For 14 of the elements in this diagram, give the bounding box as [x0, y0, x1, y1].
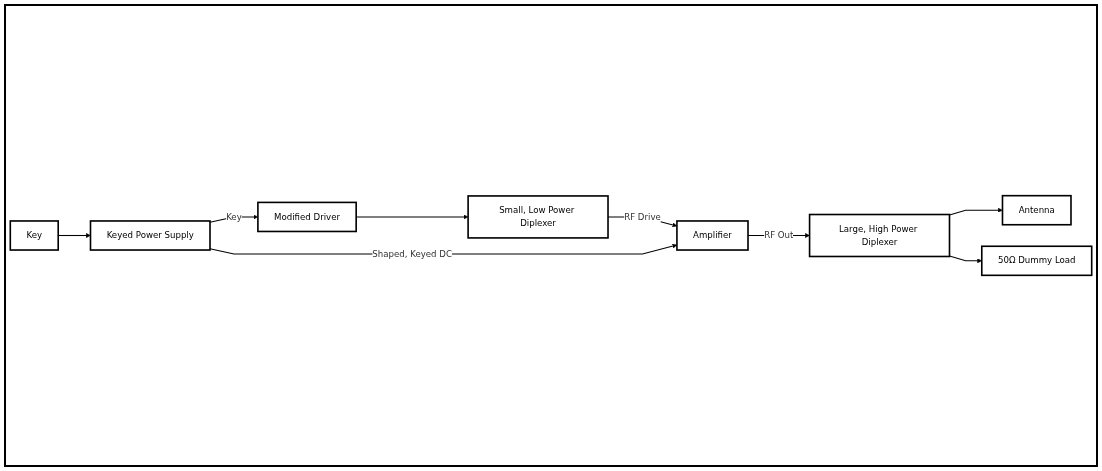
node-box: Small, Low Power Diplexer: [467, 195, 609, 239]
node-box: Keyed Power Supply: [89, 220, 211, 251]
edge-label: Key: [226, 211, 242, 222]
node-box: 50Ω Dummy Load: [980, 245, 1093, 277]
node-box: Large, High Power Diplexer: [808, 213, 951, 258]
node-box: Antenna: [1001, 194, 1072, 226]
node-box: Modified Driver: [257, 201, 357, 233]
edge-label: RF Out: [764, 230, 794, 241]
arrow: [948, 255, 982, 264]
edge-label: Shaped, Keyed DC: [372, 248, 452, 259]
edge-label: RF Drive: [624, 211, 661, 222]
node-box: Key: [9, 220, 59, 251]
arrow: [948, 207, 1003, 216]
node-box: Amplifier: [676, 220, 749, 251]
